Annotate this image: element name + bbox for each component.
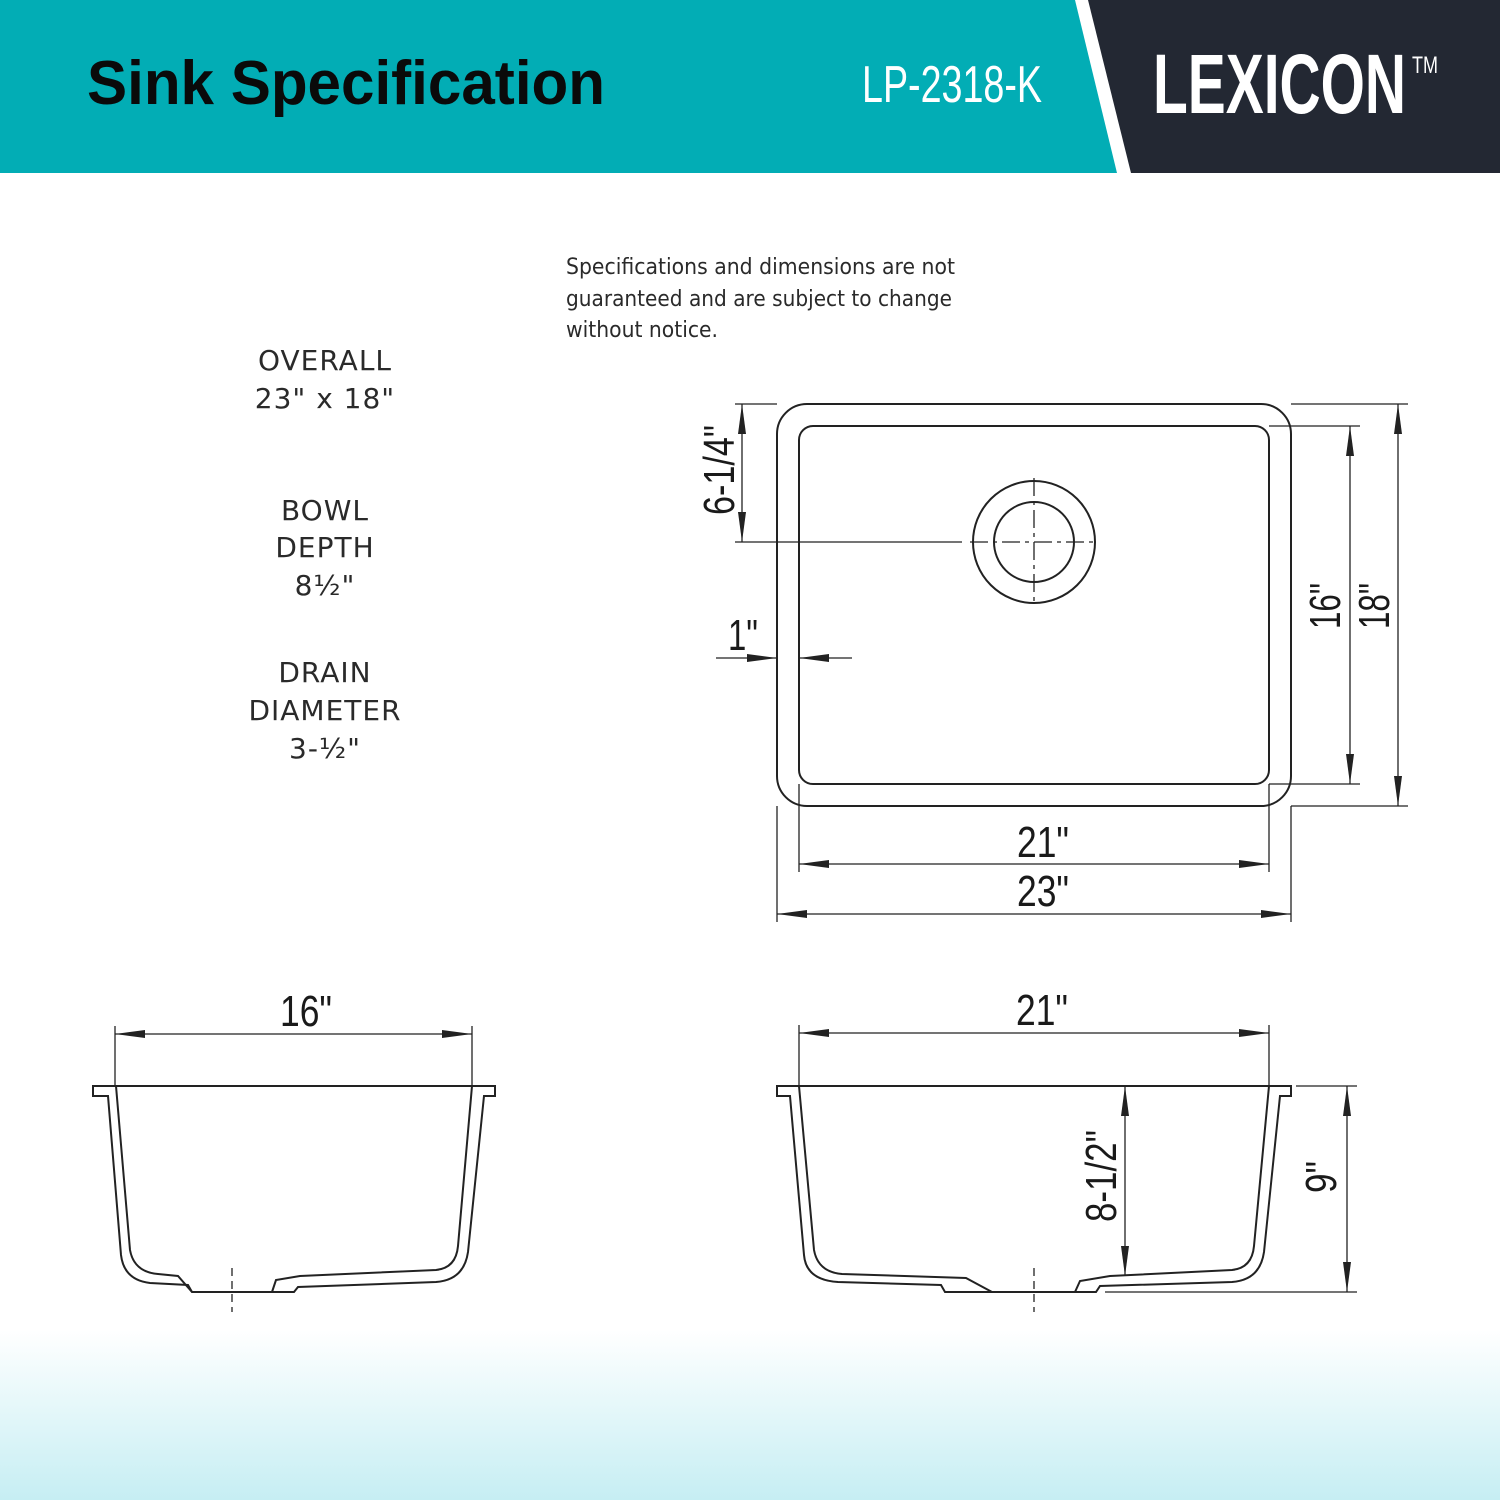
overall-label: OVERALL <box>258 344 392 377</box>
sink-profile-left <box>92 1085 496 1293</box>
side-width-label: 21" <box>1016 986 1068 1035</box>
outer-width-label: 23" <box>1017 867 1069 916</box>
drain-value: 3-½" <box>289 732 361 765</box>
page-title: Sink Specification <box>87 49 605 118</box>
overall-depth-dimension: 9" <box>1297 1161 1346 1193</box>
sink-inner-profile-left <box>115 1085 473 1293</box>
top-view: 6-1/4" 1" 16" 18" 21" 23" <box>695 403 1408 922</box>
sink-inner-profile-right <box>798 1085 1270 1293</box>
spec-summary: OVERALL 23" x 18" BOWL DEPTH 8½" DRAIN D… <box>248 344 401 765</box>
side-view-left: 16" <box>92 987 496 1312</box>
outer-depth-label: 18" <box>1350 583 1399 629</box>
note-line: without notice. <box>566 318 718 343</box>
drain-label: DIAMETER <box>248 694 401 727</box>
bowl-depth-dimension: 8-1/2" <box>1077 1130 1126 1222</box>
drain-offset-label: 6-1/4" <box>695 425 744 515</box>
model-number: LP-2318-K <box>862 56 1042 114</box>
overall-value: 23" x 18" <box>255 382 395 415</box>
drain-label: DRAIN <box>278 656 371 689</box>
wall-thickness-label: 1" <box>728 611 758 660</box>
inner-depth-label: 16" <box>1301 583 1350 629</box>
sink-outer-outline <box>776 403 1292 807</box>
header: Sink Specification LP-2318-K LEXICON TM <box>0 0 1500 173</box>
bowl-depth-label: DEPTH <box>275 531 374 564</box>
sink-profile-right <box>776 1085 1292 1293</box>
sink-inner-outline <box>798 425 1270 785</box>
brand-panel <box>1088 0 1500 173</box>
bowl-depth-label: BOWL <box>281 494 369 527</box>
side-view-right: 21" 8-1/2" 9" <box>776 986 1357 1312</box>
inner-width-label: 21" <box>1017 818 1069 867</box>
bowl-depth-value: 8½" <box>295 569 356 602</box>
note-line: Specifications and dimensions are not <box>566 255 955 280</box>
brand-logo: LEXICON <box>1153 37 1406 131</box>
side-width-label: 16" <box>280 987 332 1036</box>
note-line: guaranteed and are subject to change <box>566 287 952 312</box>
disclaimer-note: Specifications and dimensions are not gu… <box>566 255 955 343</box>
trademark: TM <box>1412 52 1438 79</box>
